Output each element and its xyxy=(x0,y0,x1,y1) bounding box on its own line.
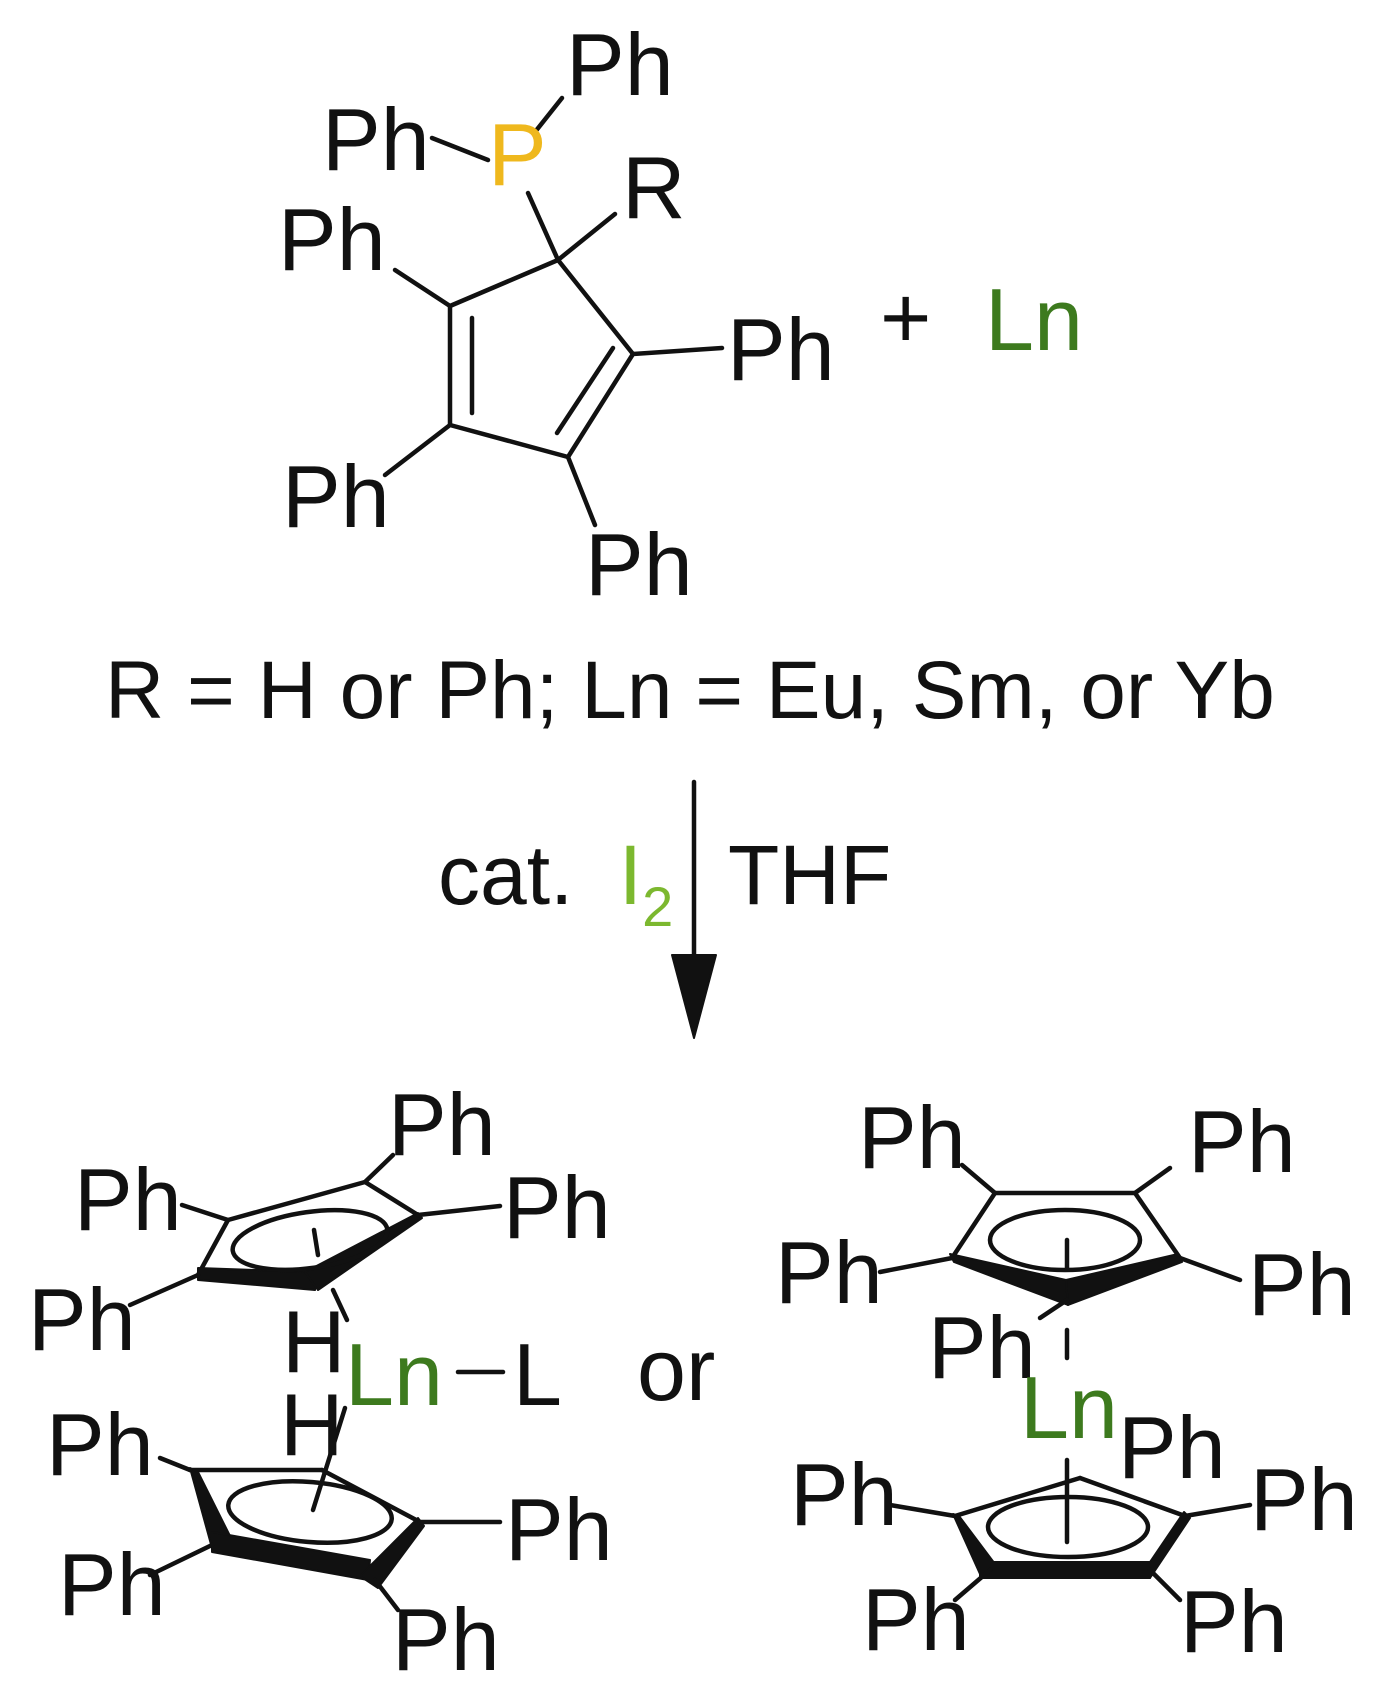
phenyl-label: Ph xyxy=(585,515,693,614)
c-ph-bond xyxy=(1132,1165,1173,1196)
phenyl-label: Ph xyxy=(58,1535,166,1634)
c-ph-bond xyxy=(179,1202,231,1223)
phenyl-label: Ph xyxy=(28,1270,136,1369)
phenyl-label: Ph xyxy=(862,1570,970,1669)
c-ph-bond xyxy=(959,1162,998,1196)
p-c-bond xyxy=(525,190,561,263)
c-ph-bond xyxy=(392,267,453,309)
phenyl-label: Ph xyxy=(1180,1572,1288,1671)
ring-centroid-bond xyxy=(311,1227,321,1258)
phenyl-label: Ph xyxy=(282,447,390,546)
p-ph-bond xyxy=(532,95,565,135)
ring-bond xyxy=(447,422,571,460)
phenyl-label: Ph xyxy=(727,300,835,399)
product-a-structure: Ph Ph Ph Ph H Ln L H Ph Ph Ph Ph xyxy=(28,1075,613,1689)
c-ph-bond xyxy=(157,1455,193,1473)
lanthanide-label: Ln xyxy=(1020,1358,1118,1457)
c-ph-bond xyxy=(952,1567,993,1603)
ring-bond xyxy=(1132,1190,1183,1261)
phenyl-label: Ph xyxy=(1250,1450,1358,1549)
phenyl-label: Ph xyxy=(928,1298,1036,1397)
solvent-text: THF xyxy=(728,828,891,922)
ring-bond xyxy=(195,1217,231,1278)
or-connector: or xyxy=(637,1320,715,1419)
phenyl-label: Ph xyxy=(1248,1235,1356,1334)
plus-sign: + xyxy=(880,268,931,367)
phenyl-label: Ph xyxy=(790,1445,898,1544)
phenyl-label: Ph xyxy=(388,1075,496,1174)
ring-bond xyxy=(447,257,561,309)
c-h-bond xyxy=(330,1287,350,1323)
c-ph-bond xyxy=(147,1542,215,1578)
phenyl-label: Ph xyxy=(775,1223,883,1322)
ligand-label: L xyxy=(513,1325,562,1424)
aromatic-ring-circle xyxy=(230,1207,390,1273)
ring-bond xyxy=(225,1179,368,1223)
p-ph-bond xyxy=(429,135,491,163)
phenyl-label: Ph xyxy=(1188,1092,1296,1191)
phenyl-label: Ph xyxy=(1118,1398,1226,1497)
c-ph-bond xyxy=(887,1502,958,1519)
lanthanide-label: Ln xyxy=(985,270,1083,369)
c-r-bond xyxy=(555,211,618,263)
iodine-subscript: 2 xyxy=(642,875,673,938)
c-ph-bond xyxy=(877,1255,955,1275)
c-ph-bond xyxy=(372,1577,401,1613)
wedge-bond xyxy=(1149,1511,1191,1579)
lanthanide-label: Ln xyxy=(345,1325,443,1424)
phenyl-label: Ph xyxy=(322,90,430,189)
wedge-bond xyxy=(1065,1253,1183,1306)
phosphorus-label: P xyxy=(488,105,547,204)
aromatic-ring-circle xyxy=(226,1479,394,1545)
ring-bond xyxy=(565,351,636,460)
ring-bond xyxy=(554,345,616,436)
phenyl-label: Ph xyxy=(858,1088,966,1187)
c-ph-bond xyxy=(1177,1255,1243,1283)
ring-bond xyxy=(555,257,636,357)
definition-text: R = H or Ph; Ln = Eu, Sm, or Yb xyxy=(105,645,1275,736)
ring-bond xyxy=(1077,1475,1188,1519)
c-ph-bond xyxy=(630,345,725,357)
r-group-label: R xyxy=(622,138,686,237)
c-ph-bond xyxy=(362,1152,396,1185)
phenyl-label: Ph xyxy=(278,190,386,289)
c-ph-bond xyxy=(127,1272,201,1308)
phenyl-label: Ph xyxy=(503,1158,611,1257)
product-b-structure: Ph Ph Ph Ph Ph Ln Ph Ph Ph Ph Ph xyxy=(775,1088,1358,1671)
hydrogen-label: H xyxy=(280,1375,344,1474)
ring-centroid-bond xyxy=(310,1405,348,1513)
ring-bond xyxy=(362,1179,421,1218)
phenyl-label: Ph xyxy=(392,1590,500,1689)
wedge-bond xyxy=(359,1517,425,1589)
catalyst-prefix: cat. xyxy=(438,828,573,922)
ring-bond xyxy=(949,1190,998,1261)
phenyl-label: Ph xyxy=(566,15,674,114)
c-ph-bond xyxy=(382,422,453,478)
aromatic-ring-circle xyxy=(987,1207,1143,1273)
c-ph-bond xyxy=(415,1203,503,1218)
hydrogen-label: H xyxy=(282,1292,346,1391)
phenyl-label: Ph xyxy=(505,1480,613,1579)
wedge-bond xyxy=(979,1561,1151,1579)
c-ph-bond xyxy=(1037,1297,1070,1321)
phenyl-label: Ph xyxy=(46,1395,154,1494)
reaction-arrow xyxy=(671,779,717,1039)
c-ph-bond xyxy=(565,454,598,528)
iodine-symbol: I xyxy=(619,828,642,922)
reagent-text: cat. I2 xyxy=(438,828,673,938)
c-ph-bond xyxy=(1147,1567,1183,1603)
arrow-head xyxy=(671,954,717,1039)
c-ph-bond xyxy=(1182,1502,1253,1519)
reactant-structure: Ph Ph P R Ph Ph Ph Ph xyxy=(278,15,835,614)
ring-bond xyxy=(952,1475,1083,1519)
phenyl-label: Ph xyxy=(74,1150,182,1249)
